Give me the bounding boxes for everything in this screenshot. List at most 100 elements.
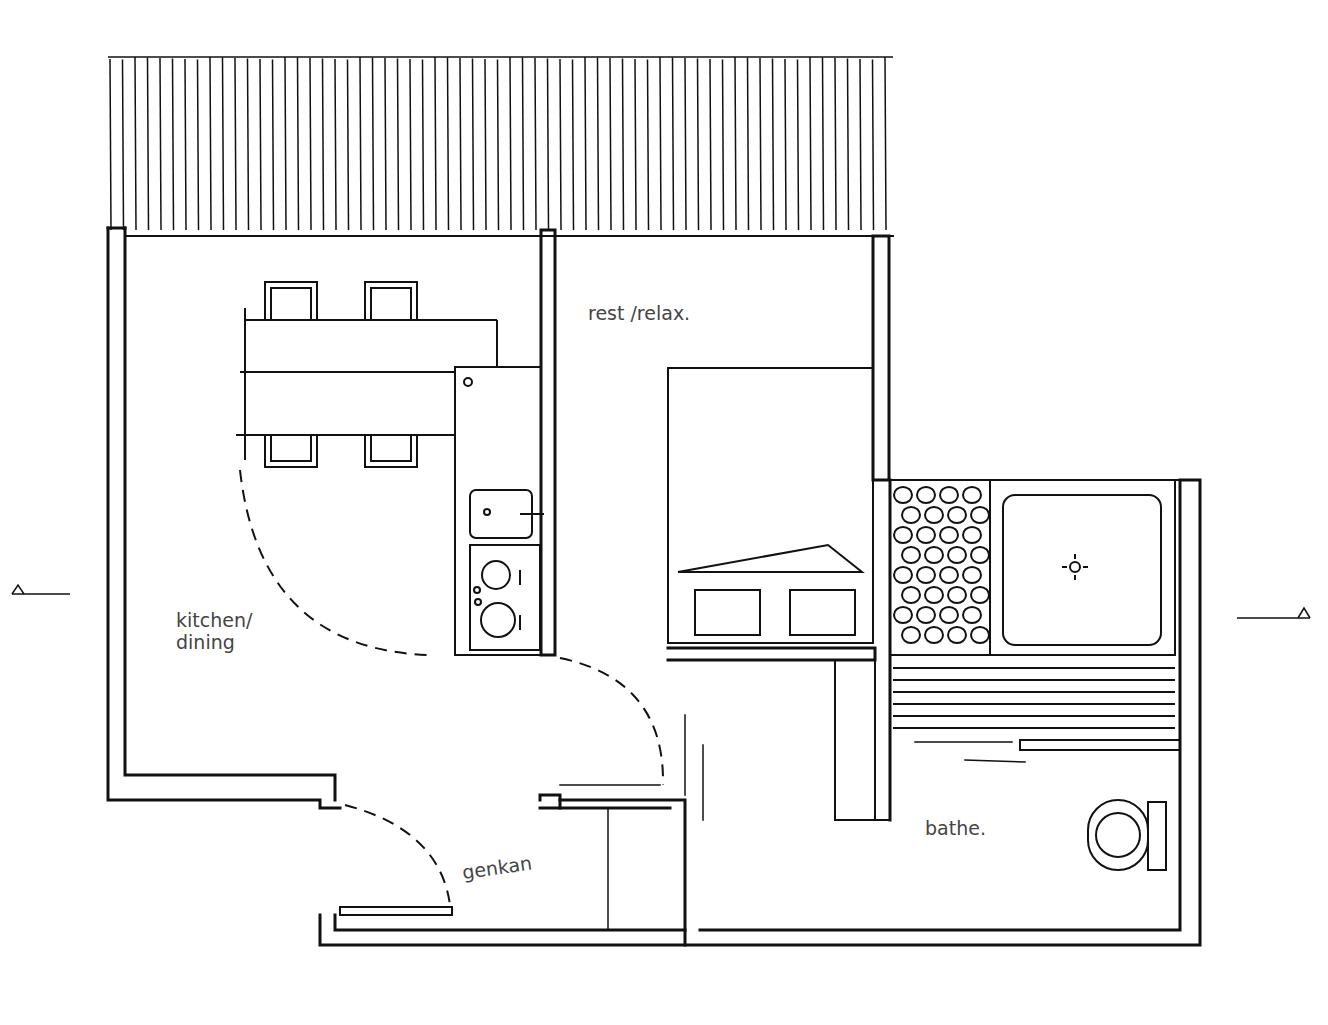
walls: [108, 228, 1200, 945]
stone: [902, 547, 920, 563]
hatch-line: [623, 59, 624, 231]
stone: [925, 627, 943, 643]
stone: [917, 567, 935, 583]
hatch-line: [710, 59, 711, 230]
hatch-line: [510, 57, 511, 230]
room-label: genkan: [461, 850, 553, 884]
stone: [971, 547, 989, 563]
stone: [917, 527, 935, 543]
stone: [902, 627, 920, 643]
hatch-line: [135, 57, 136, 230]
hatch-line: [748, 58, 749, 231]
hatch-line: [360, 57, 361, 230]
slat: [893, 679, 1175, 681]
hatch-line: [273, 60, 274, 231]
stone: [971, 507, 989, 523]
stone: [894, 487, 912, 503]
hatch-line: [123, 60, 124, 231]
stone: [925, 547, 943, 563]
hatch-line: [485, 59, 486, 230]
stone: [963, 607, 981, 623]
hatch-line: [848, 59, 849, 231]
hatch-line: [860, 59, 861, 230]
hatch-line: [248, 59, 249, 231]
stone: [963, 527, 981, 543]
stone: [948, 507, 966, 523]
hatch-line: [398, 59, 399, 231]
stone: [925, 587, 943, 603]
kitchen-furniture: [236, 282, 663, 905]
hatch-line: [885, 57, 886, 230]
hatch-line: [310, 58, 311, 230]
hatch-line: [473, 59, 474, 231]
stone: [940, 487, 958, 503]
hatch-line: [323, 59, 324, 231]
hatch-line: [198, 60, 199, 231]
slat: [893, 703, 1175, 705]
stone: [902, 507, 920, 523]
hatch-line: [648, 60, 649, 231]
deck-hatch: [108, 57, 893, 230]
stone: [940, 527, 958, 543]
stone: [948, 547, 966, 563]
hatch-line: [585, 57, 586, 230]
stone: [902, 587, 920, 603]
hatch-line: [285, 57, 286, 230]
hatch-line: [835, 58, 836, 230]
slat: [893, 691, 1175, 693]
hatch-line: [723, 60, 724, 231]
hatch-line: [523, 58, 524, 231]
hatch-line: [760, 58, 761, 230]
bath-fixtures: [890, 480, 1175, 870]
hatch-line: [560, 59, 561, 230]
room-label: rest /relax.: [588, 303, 728, 325]
hatch-line: [185, 59, 186, 230]
hatch-line: [335, 59, 336, 230]
slat: [893, 727, 1175, 729]
slat: [893, 667, 1175, 669]
hatch-line: [735, 57, 736, 230]
hatch-line: [348, 60, 349, 231]
room-label: kitchen/ dining: [176, 610, 271, 654]
room-label: bathe.: [925, 818, 1015, 840]
stone: [971, 587, 989, 603]
hatch-line: [873, 60, 874, 231]
hatch-line: [598, 58, 599, 231]
hatch-line: [160, 58, 161, 230]
hatch-line: [223, 58, 224, 231]
hatch-line: [210, 57, 211, 230]
stone: [963, 487, 981, 503]
stone: [894, 527, 912, 543]
hatch-line: [173, 59, 174, 231]
hatch-line: [410, 59, 411, 230]
hatch-line: [448, 58, 449, 231]
hatch-line: [685, 58, 686, 230]
stone: [963, 567, 981, 583]
stone: [940, 607, 958, 623]
hatch-line: [460, 58, 461, 230]
hatch-line: [148, 58, 149, 231]
hatch-line: [298, 58, 299, 231]
hatch-line: [573, 60, 574, 231]
hatch-line: [660, 57, 661, 230]
stone: [917, 487, 935, 503]
hatch-line: [635, 59, 636, 230]
hatch-line: [548, 59, 549, 231]
stone: [940, 567, 958, 583]
stone: [948, 627, 966, 643]
hatch-line: [810, 57, 811, 230]
hatch-line: [673, 58, 674, 231]
hatch-line: [423, 60, 424, 231]
stone: [917, 607, 935, 623]
hatch-line: [535, 58, 536, 230]
hatch-line: [823, 58, 824, 231]
hatch-line: [610, 58, 611, 230]
hatch-line: [798, 60, 799, 231]
hatch-line: [235, 58, 236, 230]
stone: [971, 627, 989, 643]
hatch-line: [773, 59, 774, 231]
stone: [925, 507, 943, 523]
hatch-line: [110, 59, 111, 230]
hatch-line: [373, 58, 374, 231]
